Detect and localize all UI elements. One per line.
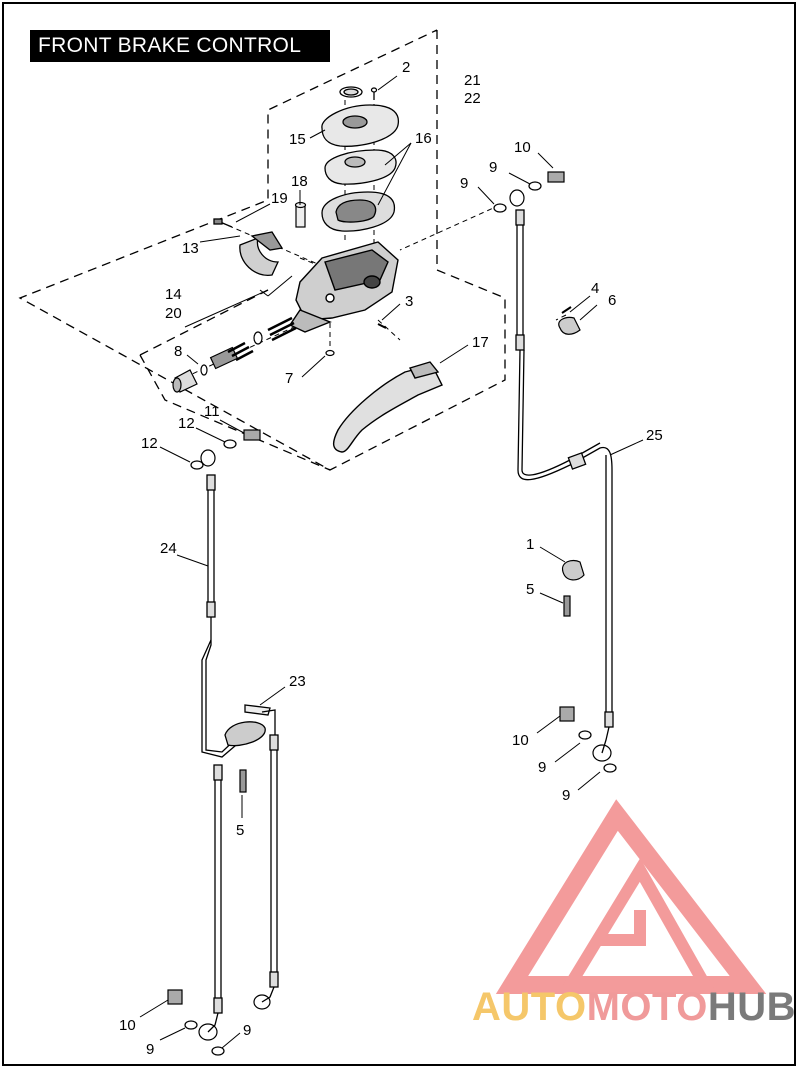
logo-wordmark: AUTOMOTOHUB <box>472 985 796 1030</box>
callout-12-b: 12 <box>141 435 158 452</box>
callout-4: 4 <box>591 280 599 297</box>
logo-part-moto: MOTO <box>586 985 708 1029</box>
assembly-boundary <box>18 29 506 471</box>
callout-24: 24 <box>160 540 177 557</box>
callout-14: 14 <box>165 286 182 303</box>
master-cylinder <box>288 241 399 333</box>
callout-18: 18 <box>291 173 308 190</box>
callout-3: 3 <box>405 293 413 310</box>
callout-13: 13 <box>182 240 199 257</box>
callout-9-left-b: 9 <box>243 1022 251 1039</box>
callout-8: 8 <box>174 343 182 360</box>
callout-9-right-a: 9 <box>538 759 546 776</box>
callout-10-left: 10 <box>119 1017 136 1034</box>
callout-12-a: 12 <box>178 415 195 432</box>
callout-25: 25 <box>646 427 663 444</box>
logo-mark <box>495 799 767 994</box>
callout-17: 17 <box>472 334 489 351</box>
callout-10-top: 10 <box>514 139 531 156</box>
callout-11: 11 <box>204 403 220 420</box>
logo-part-hub: HUB <box>707 985 797 1029</box>
callout-16: 16 <box>415 130 432 147</box>
callout-5-right: 5 <box>526 581 534 598</box>
callout-9-right-b: 9 <box>562 787 570 804</box>
callout-20: 20 <box>165 305 182 322</box>
brake-lever <box>332 361 443 453</box>
pivot-pin <box>294 201 307 228</box>
callout-1: 1 <box>526 536 534 553</box>
callout-15: 15 <box>289 131 306 148</box>
callout-21: 21 <box>464 72 481 89</box>
logo-part-auto: AUTO <box>472 985 587 1029</box>
small-parts <box>239 306 585 793</box>
reservoir-parts <box>321 86 400 232</box>
callout-6: 6 <box>608 292 616 309</box>
callout-7: 7 <box>285 370 293 387</box>
clamp <box>213 218 284 276</box>
callout-numbers: 2 21 22 15 16 18 19 13 14 20 8 7 3 17 10… <box>119 59 663 1058</box>
callout-2: 2 <box>402 59 410 76</box>
diagram-title: FRONT BRAKE CONTROL <box>30 30 330 62</box>
brake-hoses <box>201 209 614 1033</box>
callout-23: 23 <box>289 673 306 690</box>
callout-19: 19 <box>271 190 288 207</box>
callout-10-right: 10 <box>512 732 529 749</box>
callout-9-top-b: 9 <box>460 175 468 192</box>
callout-9-top-a: 9 <box>489 159 497 176</box>
callout-9-left-a: 9 <box>146 1041 154 1058</box>
piston-assembly <box>172 316 297 393</box>
callout-22: 22 <box>464 90 481 107</box>
callout-leaders <box>139 75 644 1049</box>
callout-5-left: 5 <box>236 822 244 839</box>
